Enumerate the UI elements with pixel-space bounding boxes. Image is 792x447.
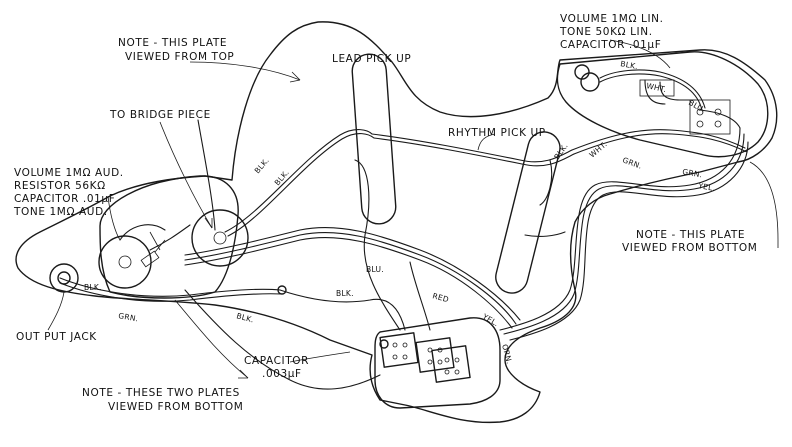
output-jack [49,263,79,293]
lead-pickup [351,53,397,225]
wire-label-wht-a: WHT. [646,81,668,94]
note-bottom-two-line-2: VIEWED FROM BOTTOM [108,401,243,413]
lead-volume-label: VOLUME 1MΩ AUD. [14,167,124,179]
note-bottom-two-line-1: NOTE - THESE TWO PLATES [82,387,240,399]
note-top-line-2: VIEWED FROM TOP [125,51,234,63]
wire-label-yel-a: YEL. [480,311,500,328]
lead-tone-label: TONE 1MΩ AUD. [13,206,108,218]
note-bottom-right-line-2: VIEWED FROM BOTTOM [622,242,757,254]
wire-label-blk-a: BLK. [253,156,271,175]
note-bottom-right-line-1: NOTE - THIS PLATE [636,229,745,241]
wire-label-grn-a: GRN. [118,311,139,323]
rhythm-pickup [495,131,561,294]
wire-label-red: RED [431,291,449,304]
leader-lines [47,39,779,379]
wire-label-blk-d: BLK. [235,311,255,324]
pickguard-outline [15,21,778,424]
lead-tone-pot [98,235,152,289]
wire-label-blk-c: BLK. [84,283,102,292]
rhythm-tone-label: TONE 50KΩ LIN. [559,26,653,38]
switch-plate [374,317,501,409]
switch-plate-hole [379,339,389,349]
wire-label-blu-a: BLU. [366,265,384,274]
lead-resistor-label: RESISTOR 56KΩ [14,180,106,192]
capacitor-003 [277,285,287,295]
capacitor-small-label-1: CAPACITOR [244,355,309,367]
wire-label-blk-e: BLK. [336,289,354,298]
wire-harness [59,69,749,390]
rhythm-volume-label: VOLUME 1MΩ LIN. [560,13,664,25]
wire-label-blk-g: BLK. [620,59,639,71]
lead-pickup-label: LEAD PICK UP [332,53,411,65]
capacitor-small-label-2: .003µF [262,368,302,380]
rhythm-capacitor-label: CAPACITOR .01µF [560,39,661,51]
rhythm-plate-jack [574,64,590,80]
wire-label-blk-f: BLK. [552,141,570,161]
wire-label-grn-c: GRN. [682,167,703,179]
wire-label-yel-b: YEL. [697,181,716,193]
slide-switches [379,332,471,383]
output-jack-label: OUT PUT JACK [16,331,97,343]
wire-label-grn-b: GRN. [621,155,643,170]
rhythm-control-plate [556,51,769,158]
lead-capacitor-label: CAPACITOR .01µF [14,193,115,205]
rhythm-volume-pot [580,72,731,135]
wire-label-orn: ORN. [500,343,514,365]
lead-volume-pot [191,209,249,267]
rhythm-pickup-label: RHYTHM PICK UP [448,127,546,139]
note-top-line-1: NOTE - THIS PLATE [118,37,227,49]
resistor-capacitor [140,231,166,268]
to-bridge-label: TO BRIDGE PIECE [109,109,211,121]
